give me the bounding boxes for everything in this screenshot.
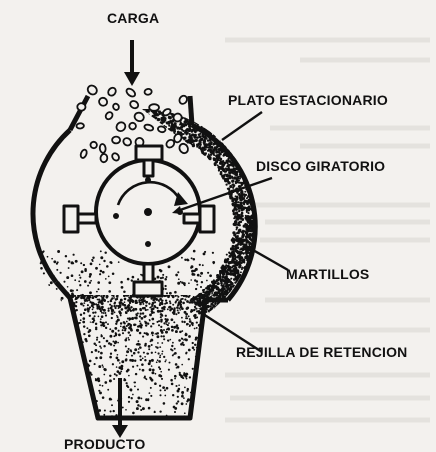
hopper-particles xyxy=(69,294,206,420)
label-rejilla-de-retencion: REJILLA DE RETENCION xyxy=(236,344,408,360)
martillo-left xyxy=(64,206,96,232)
label-plato-estacionario: PLATO ESTACIONARIO xyxy=(228,92,388,108)
carga-arrow xyxy=(124,40,140,86)
label-carga: CARGA xyxy=(107,10,159,26)
label-martillos: MARTILLOS xyxy=(286,266,369,282)
label-producto: PRODUCTO xyxy=(64,436,145,452)
producto-arrow xyxy=(112,378,128,438)
label-disco-giratorio: DISCO GIRATORIO xyxy=(256,158,385,174)
